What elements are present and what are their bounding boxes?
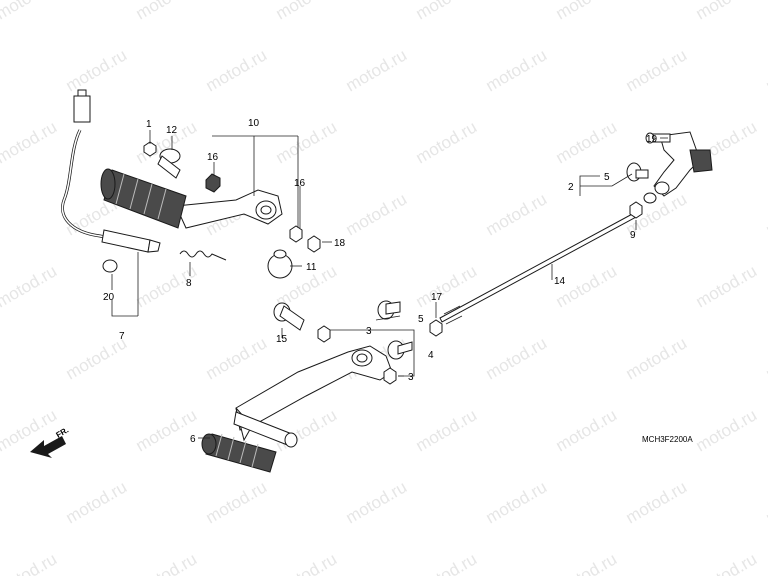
callout-8: 8	[186, 278, 192, 289]
callout-11: 11	[306, 262, 317, 273]
watermark-text: motod.ru	[623, 477, 691, 527]
washer-16-right	[289, 225, 303, 243]
shift-arm-2	[653, 131, 713, 197]
callout-9: 9	[630, 230, 636, 241]
watermark-text: motod.ru	[413, 549, 481, 576]
pivot-bolt-15	[273, 302, 305, 331]
watermark-text: motod.ru	[763, 333, 768, 383]
watermark-text: motod.ru	[483, 189, 551, 239]
watermark-text: motod.ru	[0, 0, 60, 23]
watermark-text: motod.ru	[413, 117, 481, 167]
front-arrow-label: FR.	[55, 425, 71, 439]
callouts: 1 12 10 16 16 18 11 8 20 7 19 5 2 9 14 1…	[103, 118, 658, 445]
nut-17	[429, 319, 443, 337]
watermark-text: motod.ru	[133, 405, 201, 455]
ball-joint-4	[387, 340, 413, 360]
brake-pedal-10	[175, 189, 283, 229]
switch-11	[267, 249, 293, 279]
callout-16-right: 16	[294, 178, 306, 189]
watermark-text: motod.ru	[343, 189, 411, 239]
ball-joint-5-upper	[626, 162, 649, 182]
callout-20: 20	[103, 292, 115, 303]
watermark-text: motod.ru	[0, 117, 60, 167]
callout-17: 17	[431, 292, 443, 303]
washer-3-lower	[383, 367, 397, 385]
watermark-text: motod.ru	[483, 333, 551, 383]
leader-lines	[111, 130, 668, 377]
callout-7: 7	[119, 331, 125, 342]
callout-2: 2	[568, 182, 574, 193]
watermark-text: motod.ru	[553, 0, 621, 23]
watermark-text: motod.ru	[693, 549, 761, 576]
watermark-text: motod.ru	[483, 477, 551, 527]
callout-19: 19	[646, 134, 658, 145]
watermark-text: motod.ru	[63, 45, 131, 95]
watermark-text: motod.ru	[343, 477, 411, 527]
watermark-text: motod.ru	[763, 45, 768, 95]
watermark-text: motod.ru	[553, 405, 621, 455]
watermark-text: motod.ru	[0, 549, 60, 576]
pivot-12	[157, 148, 181, 179]
watermark-text: motod.ru	[133, 549, 201, 576]
ball-joint-5-lower	[377, 300, 401, 320]
callout-6: 6	[190, 434, 196, 445]
watermark-text: motod.ru	[763, 189, 768, 239]
callout-16-left: 16	[207, 152, 219, 163]
watermark-text: motod.ru	[693, 261, 761, 311]
watermark-text: motod.ru	[133, 0, 201, 23]
nut-9	[629, 201, 643, 219]
callout-3-lower: 3	[408, 372, 414, 383]
watermark-text: motod.ru	[273, 117, 341, 167]
brake-switch-cable-7	[61, 89, 161, 253]
watermark-text: motod.ru	[413, 405, 481, 455]
watermark-text: motod.ru	[553, 549, 621, 576]
callout-18: 18	[334, 238, 346, 249]
callout-5-upper: 5	[604, 172, 610, 183]
washer-3-upper	[317, 325, 331, 343]
watermark-text: motod.ru	[273, 0, 341, 23]
diagram-code: MCH3F2200A	[642, 435, 693, 444]
callout-12: 12	[166, 125, 178, 136]
watermark-text: motod.ru	[203, 477, 271, 527]
watermark-text: motod.ru	[203, 333, 271, 383]
watermark-text: motod.ru	[343, 45, 411, 95]
brake-pedal-rubber	[100, 168, 187, 229]
watermark-text: motod.ru	[0, 261, 60, 311]
watermark-text: motod.ru	[623, 333, 691, 383]
gearshift-pedal	[233, 345, 393, 448]
watermark-text: motod.ru	[483, 45, 551, 95]
callout-4: 4	[428, 350, 434, 361]
watermark-text: motod.ru	[203, 45, 271, 95]
watermark-text: motod.ru	[693, 405, 761, 455]
washer-16-left	[205, 173, 221, 193]
watermark-text: motod.ru	[623, 45, 691, 95]
watermark-text: motod.ru	[63, 477, 131, 527]
pedal-rubber-6	[201, 433, 277, 473]
spring-8	[179, 250, 227, 261]
callout-1: 1	[146, 119, 152, 130]
callout-3-upper: 3	[366, 326, 372, 337]
watermark-text: motod.ru	[273, 549, 341, 576]
watermark-text: motod.ru	[763, 477, 768, 527]
watermark-text: motod.ru	[553, 117, 621, 167]
callout-15: 15	[276, 334, 288, 345]
callout-5-lower: 5	[418, 314, 424, 325]
callout-14: 14	[554, 276, 566, 287]
rod-end-upper	[643, 192, 657, 204]
nut-18	[307, 235, 321, 253]
callout-10: 10	[248, 118, 260, 129]
watermark-text: motod.ru	[693, 0, 761, 23]
clip-20	[102, 259, 118, 273]
watermark-text: motod.ru	[413, 0, 481, 23]
